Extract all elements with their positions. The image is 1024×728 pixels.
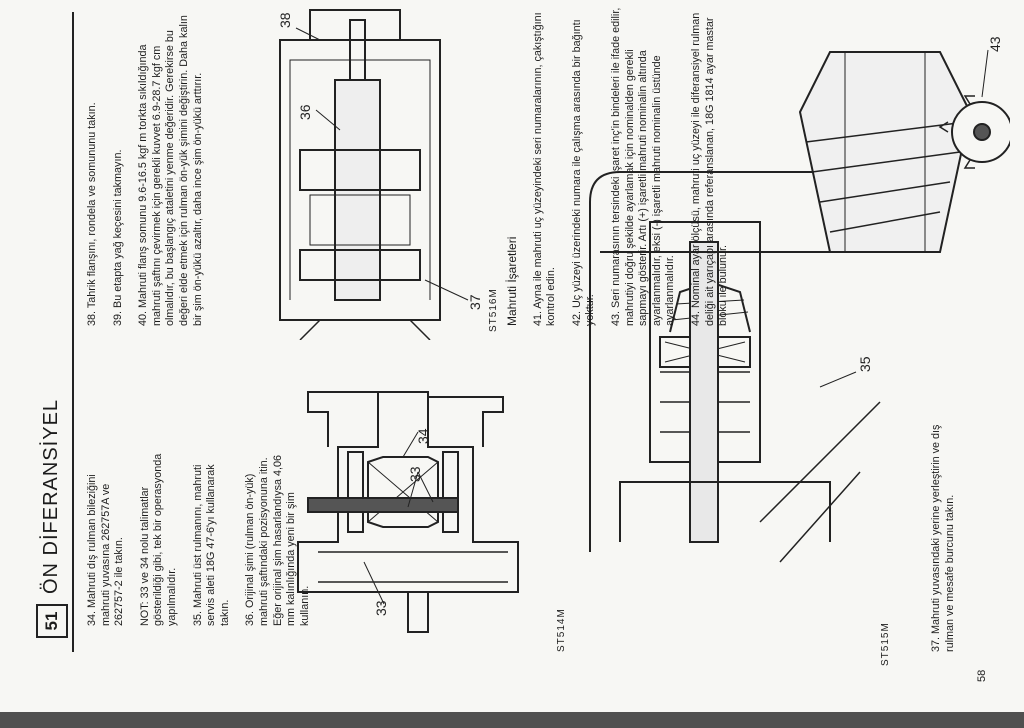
note-text: NOT: 33 ve 34 nolu talimatlar gösterildi… (138, 453, 178, 626)
rotated-manual-page: 51 ÖN DİFERANSİYEL 34. Mahruti dış rulma… (36, 6, 1010, 682)
column-3-text-top: 38. Tahrik flanşını, rondela ve somununu… (86, 6, 217, 326)
section-title: Mahruti İşaretleri (505, 236, 519, 326)
step-39: 39. Bu etapta yağ keçesini takmayın. (111, 149, 124, 326)
fig515-label-35: 35 (857, 356, 873, 372)
step-35: 35. Mahruti üst rulmanını, mahruti servi… (191, 464, 231, 626)
step-34: 34. Mahruti dış rulman bileziğini mahrut… (86, 474, 126, 626)
fig514-label-34: 34 (415, 428, 431, 444)
step-41: 41. Ayna ile mahruti uç yüzeyindeki seri… (531, 12, 558, 326)
fig514-label-33a: 33 (373, 600, 389, 616)
column-2-text: 37. Mahruti yuvasındaki yerine yerleştir… (930, 412, 969, 652)
fig516-label-36: 36 (297, 104, 313, 120)
fig514-label-33b: 33 (407, 466, 423, 482)
step-44: 44. Nominal ayar ölçüsü, mahruti uç yüze… (689, 12, 730, 326)
fig516-label-38: 38 (277, 12, 293, 28)
figure-st515m: 35 (589, 171, 881, 563)
fig-gear-label-43: 43 (987, 36, 1003, 52)
caption-st516m: ST516M (488, 288, 499, 332)
scanner-edge (0, 712, 1024, 728)
step-40: 40. Mahruti flanş somunu 9.6-16.5 kgf m … (137, 15, 204, 326)
page-number-box: 51 (36, 604, 68, 638)
header-rule (72, 12, 74, 652)
step-38: 38. Tahrik flanşını, rondela ve somununu… (86, 102, 98, 326)
figure-pinion-gear: 43 (798, 36, 1010, 253)
step-43: 43. Seri numarasının tersindeki işaret i… (609, 7, 677, 326)
page-title: ÖN DİFERANSİYEL (40, 398, 62, 594)
figure-st514m: 33 33 34 (297, 391, 519, 633)
fig516-label-37: 37 (467, 294, 483, 310)
caption-st515m: ST515M (880, 622, 891, 666)
footer-page-number: 58 (976, 669, 988, 682)
scanned-page: 51 ÖN DİFERANSİYEL 34. Mahruti dış rulma… (0, 0, 1024, 712)
step-37: 37. Mahruti yuvasındaki yerine yerleştir… (930, 424, 956, 652)
caption-st514m: ST514M (556, 608, 567, 652)
step-42: 42. Uç yüzeyi üzerindeki numara ile çalı… (570, 19, 597, 326)
column-3-text-bottom: Mahruti İşaretleri 41. Ayna ile mahruti … (505, 6, 743, 326)
figure-st516m: 38 36 37 (277, 9, 483, 340)
